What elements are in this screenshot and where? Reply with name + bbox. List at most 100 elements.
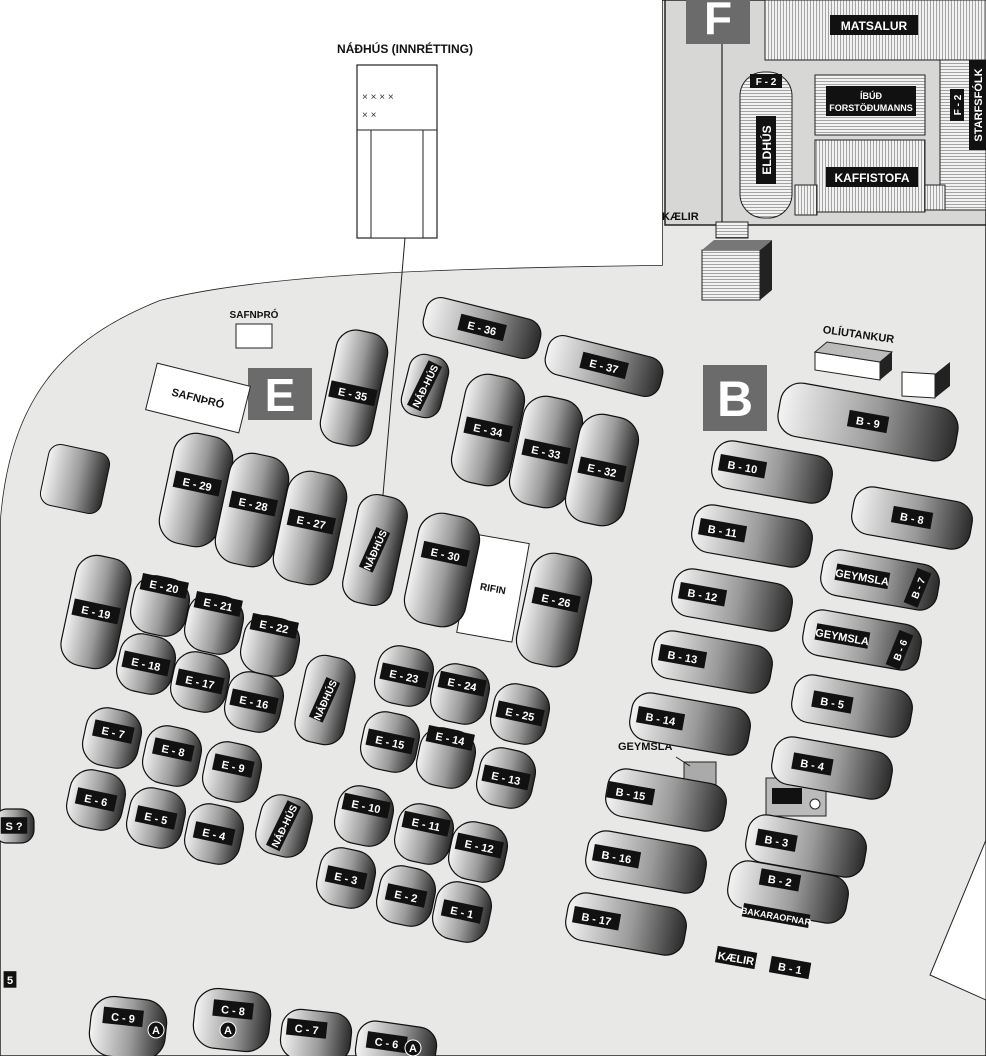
latrine-plan-corridor	[370, 129, 424, 239]
hut-label: E - 6	[83, 793, 108, 810]
hut-label-bg	[406, 360, 443, 412]
hut-label-bg	[71, 598, 121, 625]
coffee-room-label-bg	[826, 167, 918, 187]
hut-label-bg	[134, 805, 178, 830]
hut-label: E - 15	[374, 734, 405, 752]
zone-b-letter: B	[717, 371, 753, 427]
hut-label-bg	[265, 800, 302, 852]
hut-label: E - 22	[258, 619, 289, 637]
hut-label: E - 23	[388, 668, 419, 686]
right-edge-block	[929, 839, 986, 1001]
hut-e-3: E - 3	[315, 847, 377, 909]
hut-label-bg	[463, 416, 513, 443]
hut-label-bg	[121, 650, 171, 677]
f2-right-label: F - 2	[953, 94, 964, 115]
hut-e-34: E - 34	[450, 373, 526, 487]
hut-náðhús: NÁÐHÚS	[294, 654, 356, 746]
hut-a: A	[404, 1039, 422, 1056]
hut-label-bg	[890, 505, 934, 530]
hut-label: E - 32	[586, 462, 617, 480]
hut-label-bg	[147, 1021, 165, 1039]
hut-label: B - 12	[686, 587, 718, 604]
kitchen-label: ELDHÚS	[759, 125, 774, 174]
hut-label: E - 9	[220, 759, 245, 776]
hut-b-13: B - 13	[651, 630, 773, 694]
hut-label: E - 11	[411, 817, 442, 835]
hut-label-bg	[420, 540, 471, 567]
hut-label-bg	[102, 1006, 144, 1028]
hut-label-bg	[3, 971, 17, 988]
kitchen-annex	[794, 184, 818, 216]
hut-label: B - 17	[580, 911, 612, 928]
cooler-block	[701, 249, 761, 301]
hut-label: B - 9	[855, 415, 881, 431]
oven-detail	[772, 788, 802, 804]
hut-e-5: E - 5	[125, 787, 187, 849]
hut-b-17: B - 17	[565, 892, 687, 956]
section-a-marker: A	[224, 1025, 232, 1037]
hut-label-bg	[834, 563, 891, 590]
hut-kælir: KÆLIR	[714, 945, 758, 970]
hut-label-bg	[572, 906, 622, 931]
hut-body	[629, 692, 751, 756]
hut-label-bg	[531, 586, 581, 613]
hut-label-bg	[457, 313, 507, 342]
hut-a: A	[147, 1021, 165, 1039]
hut-e-36: E - 36	[422, 296, 542, 360]
hut-label: E - 18	[130, 656, 161, 674]
hut-label-bg	[425, 724, 475, 751]
hut-e-1: E - 1	[431, 881, 493, 943]
f2-left-label-bg	[750, 74, 782, 88]
hut-label: B - 11	[707, 523, 738, 540]
zone-b-box	[703, 365, 767, 431]
hut-label-bg	[768, 955, 812, 980]
hut-label-bg	[74, 787, 118, 812]
hut-e-35: E - 35	[319, 329, 389, 447]
hut-s-: S ?	[0, 808, 35, 844]
hut-label-bg	[139, 572, 189, 599]
hut-c-8: C - 8	[192, 987, 272, 1053]
hut-label-bg	[152, 737, 195, 762]
hut-e-14: E - 14	[415, 724, 477, 789]
hut-label: E - 4	[201, 827, 227, 844]
hut-b-4: B - 4	[771, 736, 893, 800]
hut-label-bg	[495, 700, 545, 727]
hut-body	[192, 987, 272, 1053]
zone-e-box	[248, 368, 312, 420]
hut-e-9: E - 9	[201, 741, 263, 803]
hut-label: E - 27	[295, 514, 326, 532]
staff-annex	[924, 184, 946, 211]
hut-a: A	[219, 1021, 237, 1039]
hut-label: B - 10	[726, 459, 758, 476]
collection-small-box	[235, 323, 273, 349]
hut-label: B - 4	[799, 758, 825, 774]
hut-e-18: E - 18	[115, 633, 177, 695]
hut-body	[691, 504, 813, 568]
hut-label-bg	[437, 670, 487, 697]
hut-body	[605, 768, 727, 832]
hut-b-15: B - 15	[605, 768, 727, 832]
latrine-connector	[382, 237, 406, 496]
hut-e-11: E - 11	[393, 803, 455, 865]
hut-e-24: E - 24	[429, 663, 491, 725]
hut-label: E - 8	[160, 743, 185, 760]
cooler-label: KÆLIR	[662, 211, 699, 223]
zone-e-letter: E	[265, 369, 296, 421]
cooler-small-box	[715, 221, 749, 239]
hut-label-bg	[358, 527, 391, 573]
hut-e-15: E - 15	[359, 711, 421, 773]
open-paper-area	[0, 0, 662, 520]
hut-label-bg	[698, 518, 748, 543]
hut-label: E - 25	[504, 706, 535, 724]
hut-e-27: E - 27	[272, 470, 348, 586]
hut-label-bg	[791, 752, 834, 776]
hut-label-bg	[286, 508, 337, 535]
dining-hall-building	[764, 0, 986, 61]
hut-label-bg	[404, 1039, 422, 1056]
hut-label-bg	[814, 623, 871, 649]
hut-label-bg	[481, 764, 531, 791]
hut-label: E - 12	[463, 838, 494, 856]
hut-label-bg	[285, 1018, 328, 1039]
hut-label-bg	[249, 612, 299, 639]
